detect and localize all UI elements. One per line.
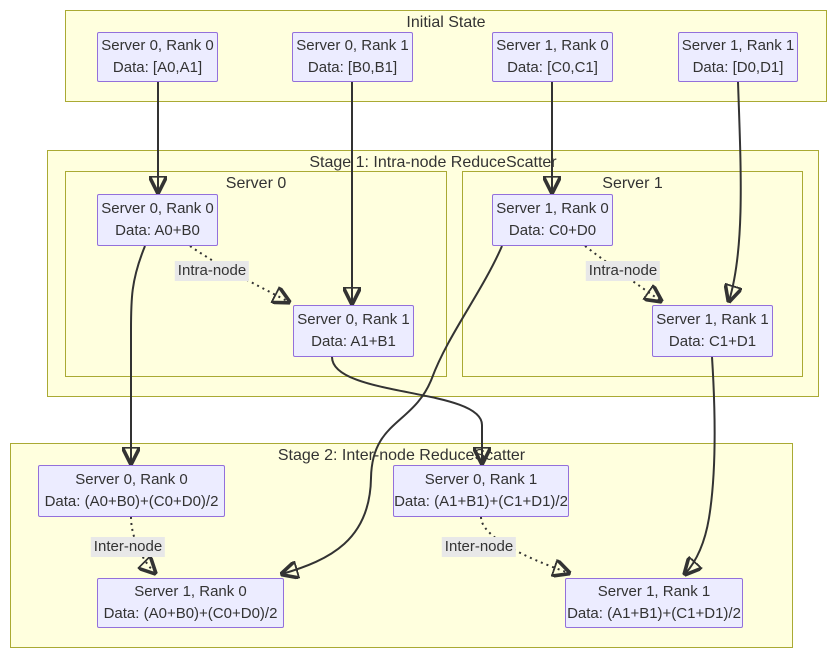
edge-intra-node-server1 [584, 245, 661, 301]
node-title: Server 0, Rank 0 [101, 199, 214, 217]
edge-inits1r1-to-stage1s1r1 [729, 81, 741, 301]
cluster-server1-title: Server 1 [602, 175, 663, 192]
node-title: Server 1, Rank 0 [496, 199, 609, 217]
node-stage1-server0-rank0: Server 0, Rank 0 Data: A0+B0 [97, 194, 218, 246]
node-title: Server 1, Rank 0 [496, 36, 609, 54]
node-initial-server0-rank0: Server 0, Rank 0 Data: [A0,A1] [97, 32, 218, 82]
node-data: Data: (A0+B0)+(C0+D0)/2 [44, 493, 219, 510]
cluster-stage2-title: Stage 2: Inter-node ReduceScatter [277, 447, 526, 464]
edge-stage1s1r0-to-stage2s1r0 [282, 245, 503, 574]
node-data: Data: (A0+B0)+(C0+D0)/2 [103, 605, 278, 622]
cluster-server0-title: Server 0 [225, 175, 287, 192]
node-data: Data: [D0,D1] [692, 59, 784, 76]
node-stage2-server1-rank0: Server 1, Rank 0 Data: (A0+B0)+(C0+D0)/2 [97, 578, 284, 628]
node-initial-server1-rank0: Server 1, Rank 0 Data: [C0,C1] [492, 32, 613, 82]
node-title: Server 0, Rank 0 [101, 36, 214, 54]
node-title: Server 0, Rank 1 [297, 310, 410, 328]
node-title: Server 1, Rank 0 [134, 582, 247, 600]
node-data: Data: A1+B1 [311, 333, 396, 350]
node-data: Data: [C0,C1] [507, 59, 598, 76]
node-title: Server 0, Rank 0 [75, 470, 188, 488]
node-data: Data: [A0,A1] [112, 59, 203, 76]
edge-label-inter-node-rank1: Inter-node [441, 537, 517, 557]
node-data: Data: C0+D0 [508, 222, 597, 239]
node-title: Server 0, Rank 1 [296, 36, 409, 54]
cluster-initial-state-title: Initial State [406, 14, 486, 31]
node-title: Server 1, Rank 1 [656, 310, 769, 328]
node-stage2-server0-rank1: Server 0, Rank 1 Data: (A1+B1)+(C1+D1)/2 [393, 465, 569, 517]
node-title: Server 1, Rank 1 [681, 36, 795, 54]
node-initial-server0-rank1: Server 0, Rank 1 Data: [B0,B1] [292, 32, 413, 82]
edge-stage1s0r0-to-stage2s0r0 [131, 245, 146, 463]
edge-label-intra-node-server1: Intra-node [585, 261, 661, 281]
node-stage1-server1-rank1: Server 1, Rank 1 Data: C1+D1 [652, 305, 773, 357]
node-stage2-server0-rank0: Server 0, Rank 0 Data: (A0+B0)+(C0+D0)/2 [38, 465, 225, 517]
edge-stage1s1r1-to-stage2s1r1 [685, 356, 716, 574]
node-data: Data: [B0,B1] [307, 59, 398, 76]
node-stage1-server0-rank1: Server 0, Rank 1 Data: A1+B1 [293, 305, 414, 357]
edge-label-inter-node-rank0: Inter-node [90, 537, 166, 557]
edge-label-intra-node-server0: Intra-node [174, 261, 250, 281]
edge-stage1s0r1-to-stage2s0r1 [331, 356, 482, 463]
node-data: Data: (A1+B1)+(C1+D1)/2 [567, 605, 741, 622]
node-stage1-server1-rank0: Server 1, Rank 0 Data: C0+D0 [492, 194, 613, 246]
node-data: Data: A0+B0 [115, 222, 200, 239]
node-title: Server 0, Rank 1 [424, 470, 538, 488]
edge-intra-node-server0 [189, 245, 289, 302]
node-title: Server 1, Rank 1 [597, 582, 711, 600]
node-stage2-server1-rank1: Server 1, Rank 1 Data: (A1+B1)+(C1+D1)/2 [565, 578, 743, 628]
node-initial-server1-rank1: Server 1, Rank 1 Data: [D0,D1] [678, 32, 798, 82]
cluster-stage1-title: Stage 1: Intra-node ReduceScatter [309, 154, 557, 171]
node-data: Data: C1+D1 [668, 333, 757, 350]
node-data: Data: (A1+B1)+(C1+D1)/2 [394, 493, 568, 510]
edge-inter-node-rank1 [480, 516, 569, 573]
